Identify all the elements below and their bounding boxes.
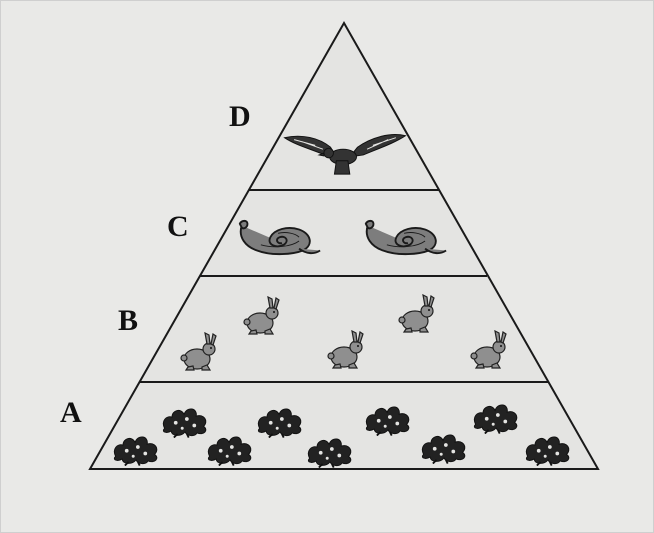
level-label-a: A xyxy=(60,396,82,429)
level-label-c: C xyxy=(167,210,189,243)
level-label-b: B xyxy=(118,304,139,337)
level-label-d: D xyxy=(229,100,251,133)
pyramid-outline xyxy=(88,20,600,470)
